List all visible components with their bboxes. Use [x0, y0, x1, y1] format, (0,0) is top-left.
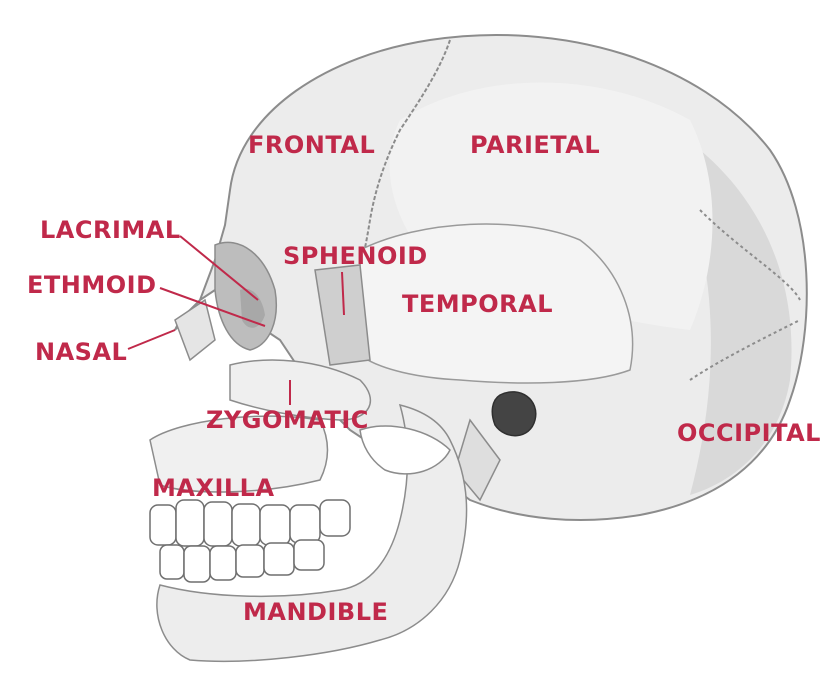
label-ethmoid: ETHMOID	[27, 273, 157, 297]
label-lacrimal: LACRIMAL	[40, 218, 181, 242]
label-nasal: NASAL	[35, 340, 127, 364]
label-parietal: PARIETAL	[470, 133, 600, 157]
nasal-leader	[128, 330, 175, 349]
label-occipital: OCCIPITAL	[677, 421, 820, 445]
label-zygomatic: ZYGOMATIC	[206, 408, 369, 432]
ear-canal	[492, 392, 536, 436]
label-maxilla: MAXILLA	[152, 476, 275, 500]
nasal-bone	[175, 300, 215, 360]
upper-teeth	[150, 500, 350, 546]
label-temporal: TEMPORAL	[402, 292, 553, 316]
label-sphenoid: SPHENOID	[283, 244, 428, 268]
label-mandible: MANDIBLE	[243, 600, 388, 624]
label-frontal: FRONTAL	[248, 133, 375, 157]
